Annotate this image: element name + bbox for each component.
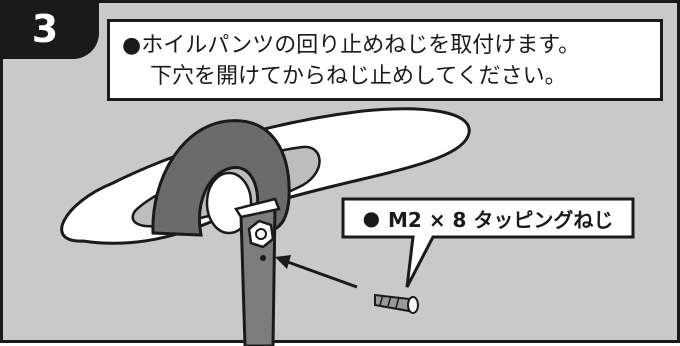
- screw-spec: M2 × 8 タッピングねじ: [388, 207, 614, 232]
- callout-bullet: ●: [362, 206, 381, 230]
- step-badge: 3: [3, 3, 99, 59]
- instruction-line-2: 下穴を開けてからねじ止めしてください。: [150, 64, 567, 89]
- callout-bubble: [341, 197, 635, 288]
- insertion-arrow: [284, 259, 358, 289]
- arrow-head: [275, 255, 291, 269]
- instruction-box: ●ホイルパンツの回り止めねじを取付けます。 下穴を開けてからねじ止めしてください…: [107, 19, 663, 101]
- tapping-screw: [374, 293, 419, 314]
- pilot-hole: [260, 255, 266, 261]
- axle-nut-hole: [255, 228, 267, 240]
- tire: [151, 119, 291, 237]
- assembly-illustration: [60, 107, 635, 346]
- instruction-line-1: ●ホイルパンツの回り止めねじを取付けます。: [122, 33, 581, 58]
- strut-top: [234, 197, 281, 219]
- step-number: 3: [31, 7, 59, 51]
- callout-label: ● M2 × 8 タッピングねじ: [343, 199, 633, 237]
